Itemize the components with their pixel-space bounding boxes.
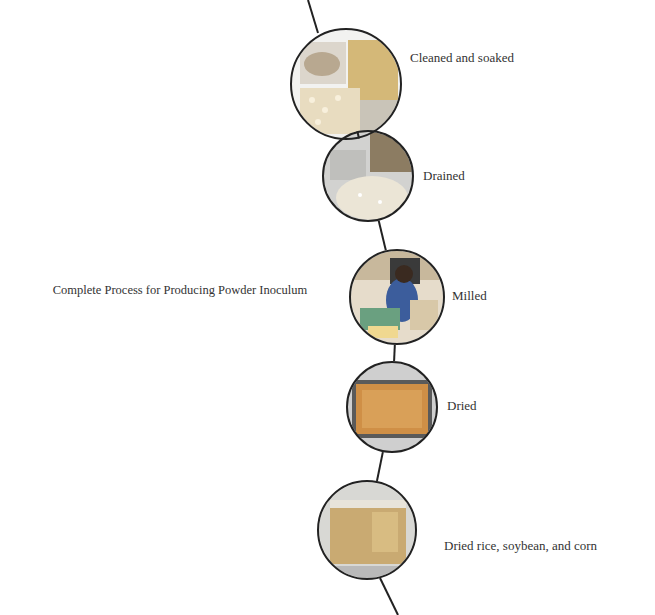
step-circle: Milled <box>349 249 445 345</box>
photo-soaked <box>290 28 402 140</box>
lead-line <box>380 578 398 615</box>
photo-dried <box>346 362 438 454</box>
photo-milled <box>350 250 444 344</box>
step-circle: Dried <box>346 361 438 453</box>
photo-dried-grains <box>318 480 418 580</box>
step-label: Dried <box>447 398 477 414</box>
step-label: Dried rice, soybean, and corn <box>444 538 597 554</box>
connector-line <box>394 345 396 361</box>
photo-drained <box>322 130 414 222</box>
connector-line <box>377 452 383 481</box>
diagram-title: Complete Process for Producing Powder In… <box>30 283 330 298</box>
lead-line <box>308 0 318 33</box>
step-circle: Cleaned and soaked <box>290 28 402 140</box>
connector-line <box>357 131 359 138</box>
step-label: Cleaned and soaked <box>410 50 514 66</box>
step-label: Drained <box>423 168 465 184</box>
connector-line <box>379 221 386 251</box>
step-circle: Drained <box>322 130 414 222</box>
step-label: Milled <box>452 288 487 304</box>
step-circle: Dried rice, soybean, and corn <box>317 480 417 580</box>
